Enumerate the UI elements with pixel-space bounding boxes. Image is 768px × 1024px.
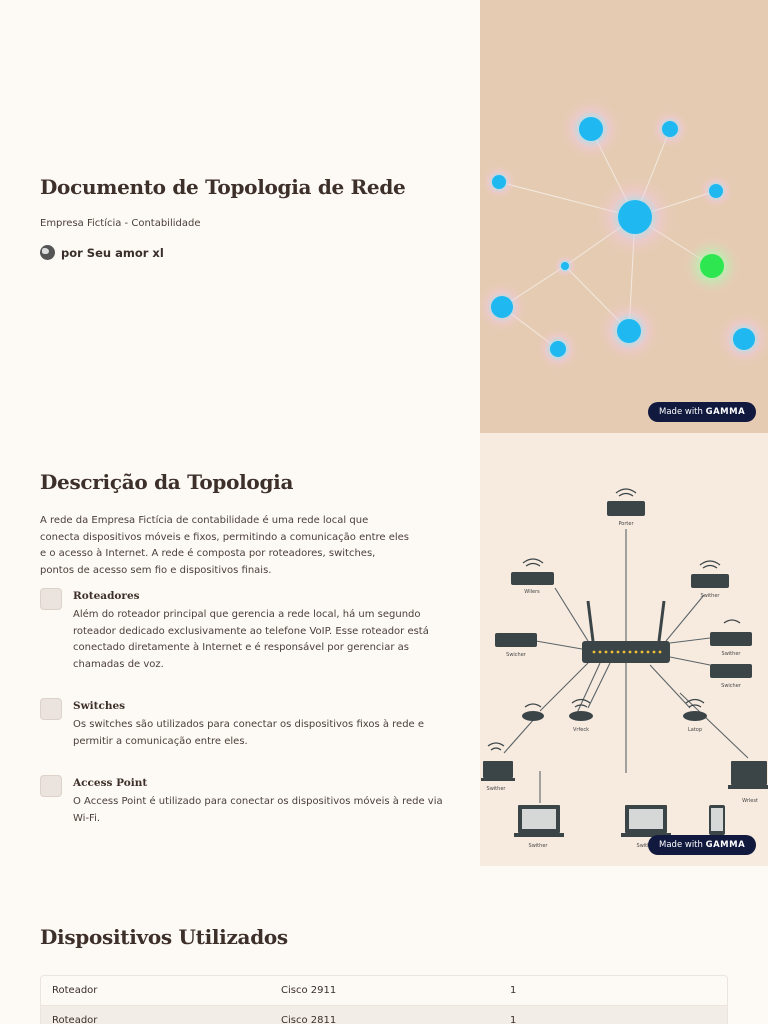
table-cell-model: Cisco 2911: [281, 985, 337, 996]
item-title: Access Point: [73, 777, 148, 789]
author-name: por Seu amor xl: [61, 245, 164, 260]
topology-section: Descrição da Topologia A rede da Empresa…: [0, 433, 768, 866]
author-line: por Seu amor xl: [40, 245, 164, 260]
diagram-label-top: Porter: [618, 521, 634, 527]
item-description: Além do roteador principal que gerencia …: [73, 609, 429, 670]
item-title: Roteadores: [73, 590, 140, 602]
table-cell-device: Roteador: [52, 985, 98, 996]
devices-table: Roteador Cisco 2911 1 Roteador Cisco 281…: [40, 975, 728, 1024]
diagram-label-laptop-right: Wrlest: [742, 798, 758, 804]
made-with-gamma-badge[interactable]: Made with GAMMA: [648, 835, 757, 855]
devices-title: Dispositivos Utilizados: [40, 925, 288, 949]
table-cell-device: Roteador: [52, 1014, 98, 1024]
table-cell-model: Cisco 2811: [281, 1014, 337, 1024]
item-icon-box: [40, 775, 62, 797]
diagram-label-laptop-left: Swither: [487, 786, 507, 792]
badge-brand: GAMMA: [705, 407, 746, 417]
diagram-label-left-switch: Swicher: [506, 652, 527, 658]
network-nodes-illustration: Made with GAMMA: [480, 0, 768, 433]
topology-intro: A rede da Empresa Fictícia de contabilid…: [40, 515, 409, 576]
globe-icon: [40, 245, 55, 260]
item-title: Switches: [73, 700, 126, 712]
network-nodes-graphic: [480, 97, 768, 371]
diagram-label-right-ap2: Latop: [688, 727, 702, 733]
item-description: Os switches são utilizados para conectar…: [73, 719, 425, 747]
diagram-label-laptop-bottom2: Swither: [637, 843, 657, 849]
page-subtitle: Empresa Fictícia - Contabilidade: [40, 218, 201, 229]
network-diagram-graphic: Porter Wllers Swither Swicher Swither Sw…: [481, 488, 768, 849]
made-with-gamma-badge[interactable]: Made with GAMMA: [648, 402, 757, 422]
badge-prefix: Made with: [659, 407, 703, 417]
item-icon-box: [40, 698, 62, 720]
badge-prefix: Made with: [659, 840, 703, 850]
network-diagram-illustration: Porter Wllers Swither Swicher Swither Sw…: [480, 433, 768, 866]
topology-title: Descrição da Topologia: [40, 470, 294, 494]
diagram-label-right-switch1: Swither: [722, 651, 742, 657]
diagram-label-left-ap: Wllers: [524, 589, 540, 595]
badge-brand: GAMMA: [705, 840, 746, 850]
diagram-label-right-ap: Swither: [701, 593, 721, 599]
diagram-label-mid-ap: Vrfeck: [573, 727, 589, 733]
diagram-label-right-switch2: Swicher: [721, 683, 742, 689]
item-description: O Access Point é utilizado para conectar…: [73, 796, 443, 824]
diagram-label-laptop-bottom1: Swither: [529, 843, 549, 849]
table-cell-quantity: 1: [510, 985, 517, 996]
devices-section: Dispositivos Utilizados Roteador Cisco 2…: [0, 866, 768, 1024]
table-cell-quantity: 1: [510, 1014, 517, 1024]
page-title: Documento de Topologia de Rede: [40, 175, 406, 199]
table-row: Roteador Cisco 2911 1: [41, 976, 727, 1005]
table-row: Roteador Cisco 2811 1: [41, 1005, 727, 1024]
item-icon-box: [40, 588, 62, 610]
cover-section: Documento de Topologia de Rede Empresa F…: [0, 0, 768, 433]
